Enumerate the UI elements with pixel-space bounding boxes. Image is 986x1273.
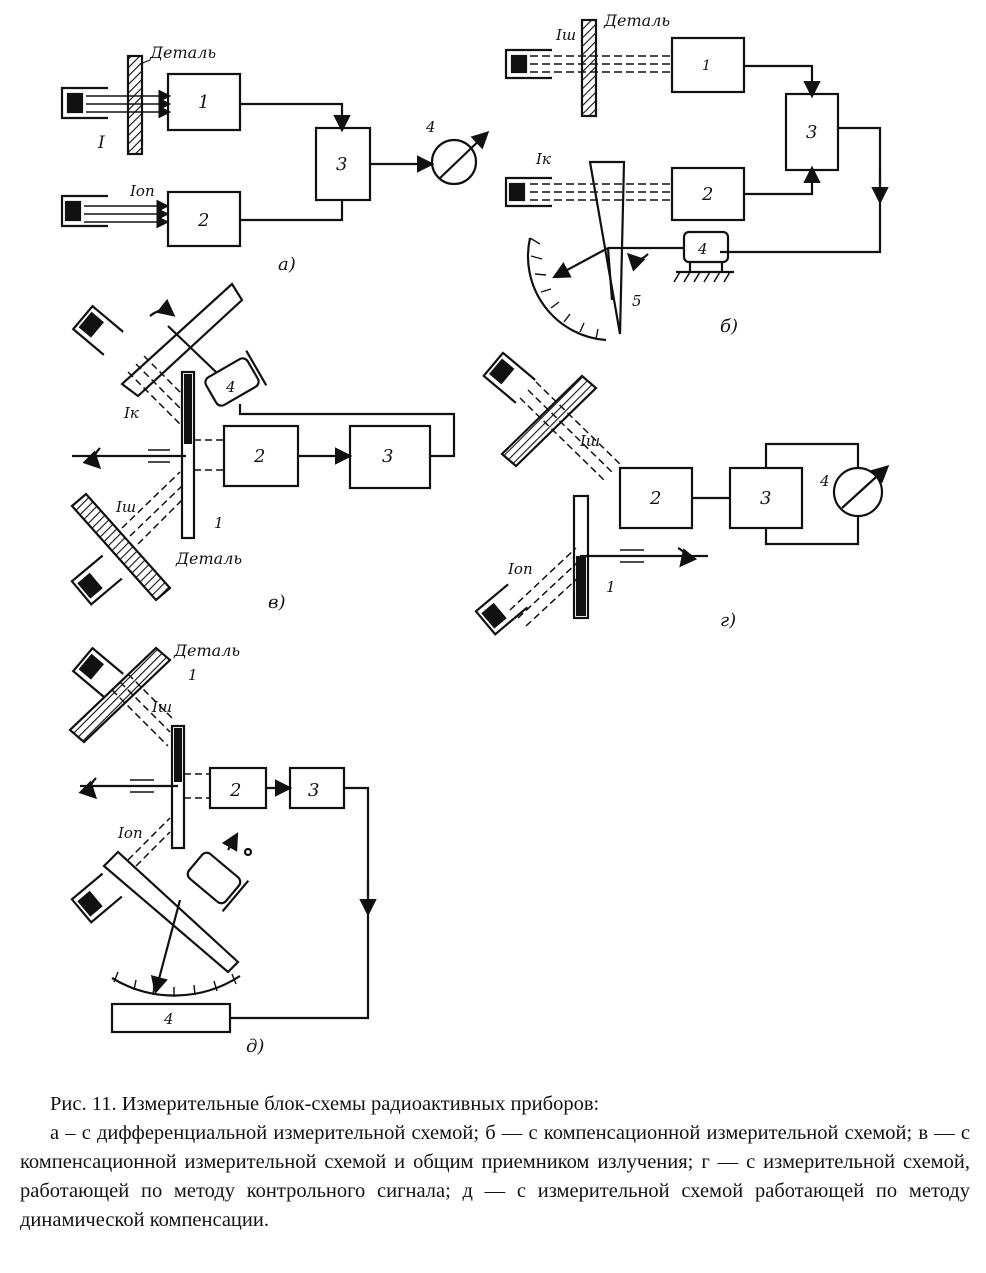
diagram-d (68, 646, 377, 1034)
beam-label: Iк (123, 404, 139, 422)
radiation-source (70, 554, 123, 606)
block-label: 1 (702, 58, 711, 74)
compensating-wedge (102, 850, 240, 974)
block-label: 2 (253, 446, 265, 467)
part-strip (70, 492, 172, 602)
radiation-source (474, 583, 529, 636)
beam-label: Iш (115, 498, 136, 516)
block-label: 2 (649, 488, 661, 509)
scale-arc (111, 975, 241, 997)
indicator-label: 4 (163, 1010, 174, 1028)
caption-title: Рис. 11. Измерительные блок-схемы радиоа… (50, 1093, 600, 1115)
diagram-label: д) (246, 1036, 264, 1057)
figure-11-block-diagrams: Деталь I Iоп 1 2 3 4 а) Деталь Iш Iк 1 2… (60, 11, 890, 1057)
disc-label: 1 (188, 666, 198, 684)
diagram-b (504, 18, 889, 342)
part-strip (126, 54, 144, 156)
caption-text: а – с дифференциальной измерительной схе… (20, 1122, 970, 1231)
radiation-source (482, 351, 536, 404)
block-label: 3 (308, 780, 319, 801)
meter-4 (430, 130, 490, 186)
radiation-source (70, 872, 123, 924)
scale-arc (526, 237, 607, 342)
block-label: 2 (197, 210, 209, 231)
radiation-beam (121, 355, 224, 545)
motor-label: 4 (697, 240, 708, 258)
radiation-source (60, 194, 108, 228)
block-label: 1 (198, 92, 209, 113)
beam-label: Iш (555, 26, 576, 44)
part-strip (580, 18, 598, 118)
diagram-a (60, 54, 490, 248)
beam-label: Iш (579, 432, 600, 450)
part-label: Деталь (603, 11, 670, 30)
radiation-beam (111, 673, 210, 867)
part-label: Деталь (149, 43, 216, 62)
meter-label: 4 (819, 472, 830, 490)
motor (186, 851, 250, 913)
compensating-wedge (120, 282, 244, 398)
part-strip (500, 374, 598, 468)
beam-label: Iш (151, 698, 172, 716)
beam-label: I (97, 133, 105, 153)
indicator-4 (110, 1002, 232, 1034)
radiation-source (71, 646, 124, 698)
diagram-label: г) (720, 610, 736, 631)
block-label: 3 (760, 488, 771, 509)
diagram-label: в) (268, 592, 286, 613)
receiver-1 (166, 72, 242, 132)
block-label: 3 (336, 154, 347, 175)
diagram-label: а) (278, 254, 296, 275)
disc-label: 1 (606, 578, 616, 596)
radiation-beam (84, 89, 172, 229)
block-label: 3 (806, 122, 817, 143)
beam-label: Iк (535, 150, 551, 168)
radiation-source (60, 86, 108, 120)
block-label: 3 (382, 446, 393, 467)
disc-label: 1 (214, 514, 224, 532)
part-strip (68, 646, 172, 744)
radiation-beam (509, 381, 623, 627)
block-label: 2 (701, 184, 713, 205)
motor-4 (204, 350, 268, 407)
radiation-source (71, 304, 124, 356)
beam-label: Iоп (129, 182, 155, 200)
block-label: 2 (229, 780, 241, 801)
beam-label: Iоп (507, 560, 533, 578)
meter-label: 4 (425, 118, 436, 136)
diagram-g (474, 351, 890, 636)
radiation-source (504, 48, 552, 80)
part-label: Деталь (173, 641, 240, 660)
meter-4 (832, 465, 890, 518)
wedge-label: 5 (632, 292, 642, 310)
figure-caption: Рис. 11. Измерительные блок-схемы радиоа… (20, 1090, 970, 1235)
diagram-label: б) (720, 316, 738, 337)
beam-label: Iоп (117, 824, 143, 842)
motor-label: 4 (225, 378, 236, 396)
radiation-source (504, 176, 552, 208)
diagram-v (70, 282, 456, 606)
part-label: Деталь (175, 549, 242, 568)
